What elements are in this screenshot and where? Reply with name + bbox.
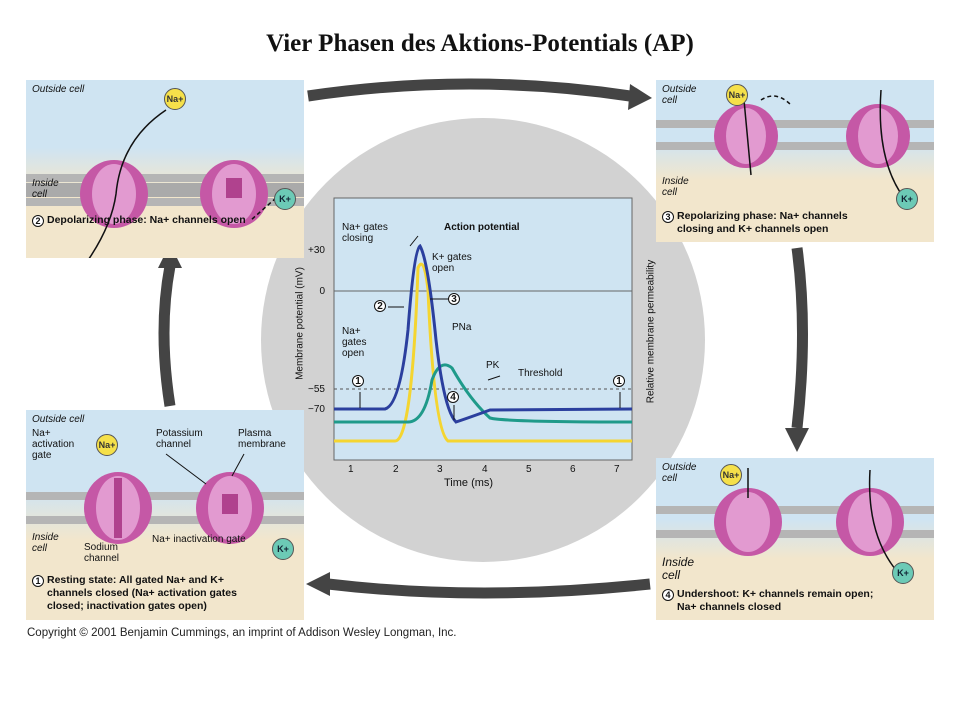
membrane-depolarizing xyxy=(26,109,304,258)
k-ion: K+ xyxy=(274,188,296,210)
label-sodium-channel: Sodium channel xyxy=(84,542,120,564)
membrane-resting xyxy=(26,453,304,544)
arrow-top-head xyxy=(628,84,652,110)
label-threshold: Threshold xyxy=(518,368,563,379)
caption-line-2: Na+ channels closed xyxy=(677,601,782,613)
xtick-6: 6 xyxy=(570,464,576,475)
page-title: Vier Phasen des Aktions-Potentials (AP) xyxy=(266,30,694,57)
marker-1-right: 1 xyxy=(613,375,625,387)
membrane-undershoot xyxy=(656,468,934,577)
xtick-7: 7 xyxy=(614,464,620,475)
marker-3: 3 xyxy=(448,293,460,305)
plot-area xyxy=(333,197,633,461)
caption-line-3: closed; inactivation gates open) xyxy=(47,600,207,612)
na-ion: Na+ xyxy=(164,88,186,110)
caption-line-2: closing and K+ channels open xyxy=(677,223,829,235)
label-na-gates-open: Na+ gates open xyxy=(342,326,367,359)
xtick-1: 1 xyxy=(348,464,354,475)
xtick-5: 5 xyxy=(526,464,532,475)
label-outside-cell: Outside cell xyxy=(662,462,697,484)
ytick-minus55: −55 xyxy=(308,384,325,395)
label-na-activation-gate: Na+ activation gate xyxy=(32,428,75,461)
y2-axis-label: Relative membrane permeability xyxy=(645,259,657,404)
y-axis-label: Membrane potential (mV) xyxy=(294,267,306,380)
pk-curve xyxy=(334,363,633,424)
xtick-4: 4 xyxy=(482,464,488,475)
label-inside-cell: Inside cell xyxy=(662,176,689,198)
label-potassium-channel: Potassium channel xyxy=(156,428,203,450)
label-outside-cell: Outside cell xyxy=(662,84,697,106)
label-inside-cell: Inside cell xyxy=(662,555,695,582)
caption-line-1: Repolarizing phase: Na+ channels xyxy=(677,210,848,222)
label-outside-cell: Outside cell xyxy=(32,414,85,425)
graph-background xyxy=(334,198,632,460)
k-ion: K+ xyxy=(892,562,914,584)
marker-2: 2 xyxy=(374,300,386,312)
x-axis-label: Time (ms) xyxy=(444,477,494,489)
label-na-gates-closing: Na+ gates closing xyxy=(342,222,388,244)
label-inside-cell: Inside cell xyxy=(32,532,59,554)
marker-1-left: 1 xyxy=(352,375,364,387)
arrow-bottom xyxy=(327,578,651,599)
label-outside-cell: Outside cell xyxy=(32,84,85,95)
membrane-repolarizing xyxy=(656,89,934,199)
arrow-bottom-head xyxy=(306,572,330,596)
arrow-right xyxy=(791,247,808,429)
k-ion: K+ xyxy=(272,538,294,560)
k-ion: K+ xyxy=(896,188,918,210)
caption-line-1: Resting state: All gated Na+ and K+ xyxy=(47,574,224,586)
pna-curve xyxy=(334,262,632,443)
panel-resting: Outside cell Na+ activation gate Potassi… xyxy=(26,410,304,620)
xtick-2: 2 xyxy=(393,464,399,475)
step-number: 2 xyxy=(32,215,44,227)
label-inside-cell: Inside cell xyxy=(32,178,59,200)
arrow-right-head xyxy=(785,428,809,452)
arrow-left xyxy=(158,264,176,407)
label-pna: PNa xyxy=(452,322,472,333)
caption-text: Depolarizing phase: Na+ channels open xyxy=(47,214,246,226)
label-inactivation-gate: Na+ inactivation gate xyxy=(152,534,246,545)
label-action-potential: Action potential xyxy=(444,222,520,233)
caption-line-2: channels closed (Na+ activation gates xyxy=(47,587,237,599)
ap-curve xyxy=(334,243,633,424)
marker-4: 4 xyxy=(447,391,459,403)
xtick-3: 3 xyxy=(437,464,443,475)
na-ion: Na+ xyxy=(726,84,748,106)
ytick-30: +30 xyxy=(308,245,325,256)
label-plasma-membrane: Plasma membrane xyxy=(238,428,286,450)
ytick-0: 0 xyxy=(319,286,325,297)
copyright-notice: Copyright © 2001 Benjamin Cummings, an i… xyxy=(27,627,457,639)
na-ion: Na+ xyxy=(720,464,742,486)
caption-line-1: Undershoot: K+ channels remain open; xyxy=(677,588,874,600)
na-ion: Na+ xyxy=(96,434,118,456)
label-k-gates-open: K+ gates open xyxy=(432,252,472,274)
ytick-minus70: −70 xyxy=(308,404,325,415)
arrow-top xyxy=(307,78,631,102)
label-pk: PK xyxy=(486,360,500,371)
